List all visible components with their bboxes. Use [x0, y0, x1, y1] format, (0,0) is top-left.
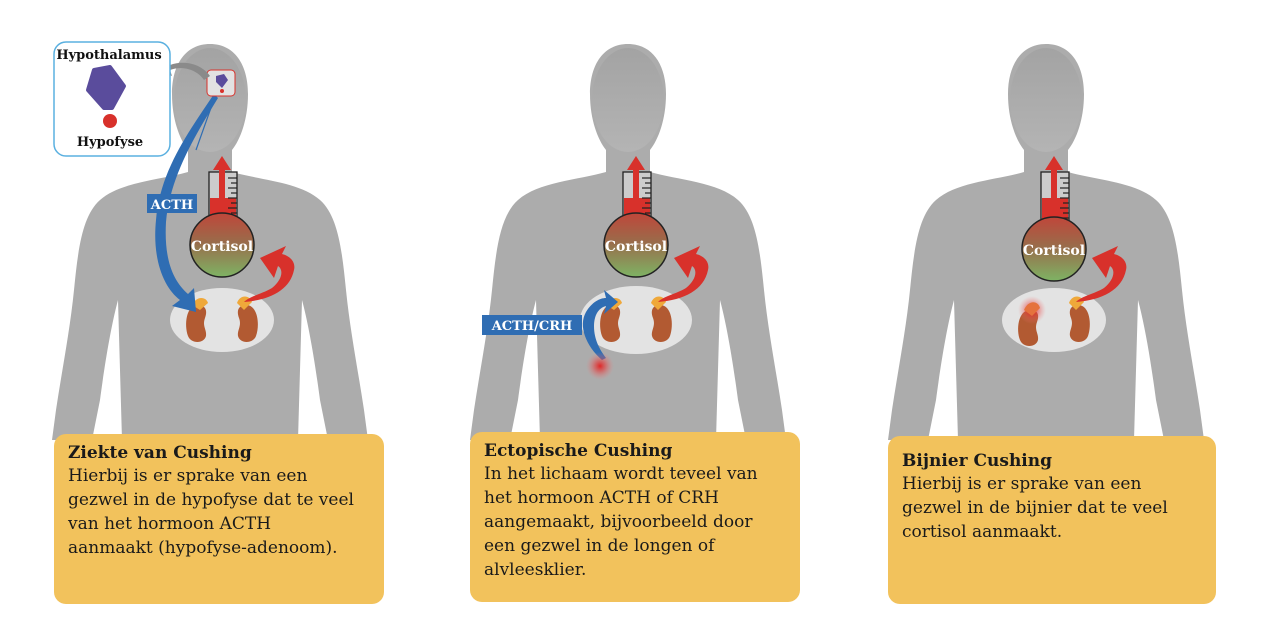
panel-bijnier-cushing: Cortisol Bijnier Cushing Hierbij is er s… [836, 0, 1256, 640]
body-diagram: Cortisol ACTH Hypothalamus Hypofyse [52, 41, 368, 440]
body-diagram: Cortisol [888, 44, 1204, 440]
hypothalamus-shape [86, 65, 126, 110]
card-title: Ectopische Cushing [484, 441, 673, 461]
hypofyse-small [220, 89, 224, 93]
card-title: Bijnier Cushing [902, 451, 1053, 471]
card-title: Ziekte van Cushing [68, 443, 252, 463]
body-diagram: Cortisol ACTH/CRH [470, 44, 786, 440]
card-body: Hierbij is er sprake van een gezwel in d… [902, 474, 1168, 542]
kidney-right [237, 305, 258, 342]
panel-ectopische-cushing: Cortisol ACTH/CRH Ectopische Cushing In … [418, 0, 838, 640]
adrenal-left-tumor [1024, 302, 1040, 316]
hypothalamus-small [216, 74, 228, 88]
info-card: Bijnier Cushing Hierbij is er sprake van… [888, 436, 1216, 604]
cortisol-feedback-arrow [244, 246, 295, 302]
info-card: Ectopische Cushing In het lichaam wordt … [470, 432, 800, 602]
card-body: In het lichaam wordt teveel van het horm… [484, 464, 758, 580]
kidney-right [1069, 305, 1090, 342]
cortisol-label: Cortisol [191, 239, 253, 255]
info-card: Ziekte van Cushing Hierbij is er sprake … [54, 434, 384, 604]
cortisol-feedback-arrow [1076, 246, 1127, 302]
zoom-arrow [158, 60, 210, 80]
acth-crh-label: ACTH/CRH [491, 319, 573, 334]
head-shading [592, 48, 664, 152]
panel-ziekte-van-cushing: Cortisol ACTH Hypothalamus Hypofyse Ziek… [0, 0, 420, 640]
kidney-left [186, 305, 207, 342]
acth-thin-line [195, 87, 219, 151]
thermometer-bulb [189, 212, 255, 278]
thermometer-bulb [603, 212, 669, 278]
head-shading [1010, 48, 1082, 152]
acth-label: ACTH [150, 198, 193, 213]
card-body: Hierbij is er sprake van een gezwel in d… [68, 466, 354, 558]
acth-label-bg [147, 194, 197, 213]
ectopic-tumor [586, 352, 614, 380]
kidney-left [600, 305, 621, 342]
cortisol-rising-arrow [627, 156, 645, 210]
acth-crh-label-bg [482, 315, 582, 335]
cortisol-rising-arrow [1045, 156, 1063, 210]
kidney-right [651, 305, 672, 342]
cortisol-rising-arrow [213, 156, 231, 210]
adrenal-left [192, 297, 208, 310]
hypothalamus-label: Hypothalamus [56, 48, 161, 63]
cortisol-label: Cortisol [605, 239, 667, 255]
hypofyse-label: Hypofyse [77, 135, 143, 150]
hypofyse-dot [103, 114, 117, 128]
cortisol-feedback-arrow [658, 246, 709, 302]
acth-crh-arrow [582, 290, 618, 360]
cortisol-label: Cortisol [1023, 243, 1085, 259]
thermometer-bulb [1021, 216, 1087, 282]
